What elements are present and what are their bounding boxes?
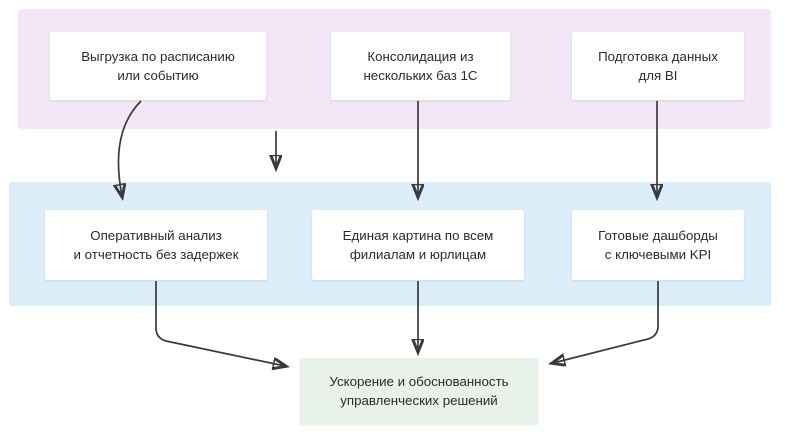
node-schedule: Выгрузка по расписанию или событию bbox=[49, 31, 267, 101]
node-ready-dashboards-line2: с ключевыми KPI bbox=[604, 247, 712, 262]
node-schedule-line2: или событию bbox=[117, 68, 199, 83]
node-bi-preparation: Подготовка данных для BI bbox=[571, 31, 745, 101]
node-result-line2: управленческих решений bbox=[340, 393, 498, 408]
node-operational-analytics-line2: и отчетность без задержек bbox=[73, 247, 239, 262]
node-result-line1: Ускорение и обоснованность bbox=[329, 373, 509, 389]
node-operational-analytics: Оперативный анализ и отчетность без заде… bbox=[44, 209, 268, 281]
node-bi-preparation-line1: Подготовка данных bbox=[598, 48, 718, 64]
node-consolidation: Консолидация из нескольких баз 1С bbox=[330, 31, 511, 101]
node-consolidation-line1: Консолидация из bbox=[367, 48, 474, 64]
node-single-picture-line1: Единая картина по всем bbox=[342, 227, 494, 243]
node-bi-preparation-line2: для BI bbox=[638, 68, 678, 83]
node-schedule-line1: Выгрузка по расписанию bbox=[81, 48, 235, 64]
node-operational-analytics-line1: Оперативный анализ bbox=[90, 227, 222, 243]
node-ready-dashboards-line1: Готовые дашборды bbox=[598, 227, 718, 243]
node-single-picture-line2: филиалам и юрлицам bbox=[349, 247, 487, 262]
node-single-picture: Единая картина по всем филиалам и юрлица… bbox=[311, 209, 525, 281]
node-ready-dashboards: Готовые дашборды с ключевыми KPI bbox=[571, 209, 745, 281]
node-result: Ускорение и обоснованность управленчески… bbox=[299, 357, 539, 425]
node-consolidation-line2: нескольких баз 1С bbox=[363, 68, 478, 83]
